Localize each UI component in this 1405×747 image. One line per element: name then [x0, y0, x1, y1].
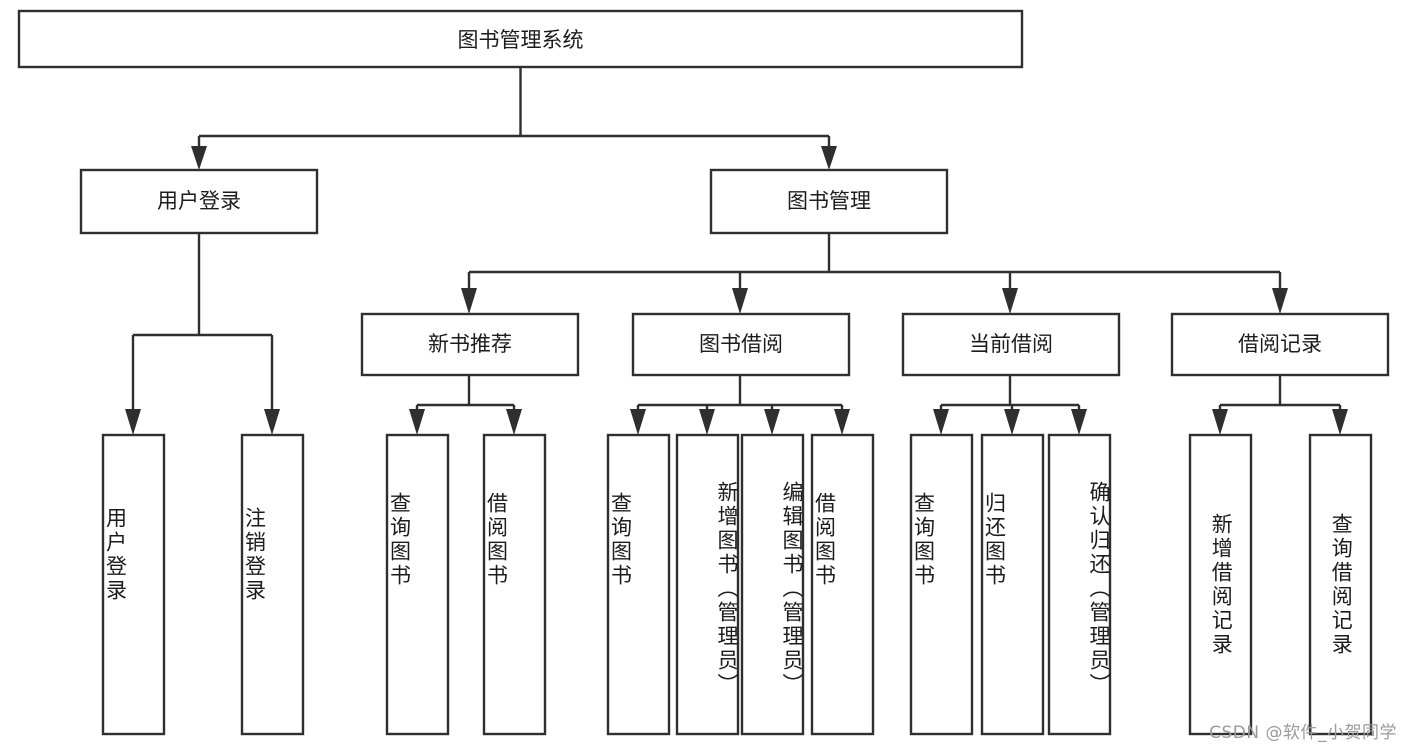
node-book-borrow[interactable]: 图书借阅 — [631, 312, 851, 377]
arrow-to-leaf-return-book — [1004, 409, 1020, 435]
node-leaf-rec-query-book-box[interactable] — [385, 433, 450, 736]
arrow-to-leaf-add-borrow-record — [1212, 409, 1228, 435]
node-leaf-user-logout-box[interactable] — [240, 433, 305, 736]
node-current-borrow-label: 当前借阅 — [969, 332, 1053, 356]
node-book-manage[interactable]: 图书管理 — [709, 168, 949, 235]
arrow-to-leaf-borrow-query-book — [630, 409, 646, 435]
arrow-to-leaf-cur-query-book — [933, 409, 949, 435]
arrow-to-book-borrow — [732, 288, 748, 314]
connector-layer — [125, 67, 1348, 435]
node-root-label: 图书管理系统 — [458, 28, 584, 52]
node-leaf-rec-borrow-book-box[interactable] — [482, 433, 547, 736]
node-leaf-user-login-box[interactable] — [101, 433, 166, 736]
node-leaf-borrow-query-book-box[interactable] — [606, 433, 671, 736]
node-user-login-box[interactable] — [79, 168, 319, 235]
node-new-book-rec-box[interactable] — [360, 312, 580, 377]
node-layer: 图书管理系统 用户登录 图书管理 新书推荐 图书借阅 当前 — [17, 9, 1390, 736]
node-root-box[interactable] — [17, 9, 1024, 69]
node-new-book-rec-label: 新书推荐 — [428, 332, 512, 356]
arrow-to-leaf-confirm-return-admin — [1071, 409, 1087, 435]
node-book-borrow-box[interactable] — [631, 312, 851, 377]
node-new-book-rec[interactable]: 新书推荐 — [360, 312, 580, 377]
arrow-to-current-borrow — [1002, 288, 1018, 314]
node-leaf-confirm-return-admin-box[interactable] — [1047, 433, 1112, 736]
node-borrow-record-label: 借阅记录 — [1238, 332, 1322, 356]
arrow-to-leaf-rec-borrow-book — [506, 409, 522, 435]
node-root[interactable]: 图书管理系统 — [17, 9, 1024, 69]
node-user-login-label: 用户登录 — [157, 189, 241, 213]
node-book-manage-box[interactable] — [709, 168, 949, 235]
arrow-to-leaf-rec-query-book — [409, 409, 425, 435]
arrow-to-leaf-user-login — [125, 409, 141, 435]
node-leaf-query-borrow-record-box[interactable] — [1308, 433, 1373, 736]
arrow-to-leaf-edit-book-admin — [764, 409, 780, 435]
node-borrow-record[interactable]: 借阅记录 — [1170, 312, 1390, 377]
node-book-manage-label: 图书管理 — [787, 189, 871, 213]
arrow-to-new-book-rec — [461, 288, 477, 314]
arrow-to-book-manage — [821, 146, 837, 170]
node-user-login[interactable]: 用户登录 — [79, 168, 319, 235]
arrow-to-borrow-record — [1272, 288, 1288, 314]
node-leaf-add-borrow-record-box[interactable] — [1188, 433, 1253, 736]
arrow-to-leaf-user-logout — [264, 409, 280, 435]
arrow-to-leaf-borrow-book — [834, 409, 850, 435]
node-leaf-cur-query-book-box[interactable] — [909, 433, 974, 736]
arrow-to-leaf-add-book-admin — [699, 409, 715, 435]
arrow-to-user-login — [191, 146, 207, 170]
node-current-borrow[interactable]: 当前借阅 — [901, 312, 1121, 377]
arrow-to-leaf-query-borrow-record — [1332, 409, 1348, 435]
csdn-watermark: CSDN @软件_小贺同学 — [1209, 723, 1397, 743]
node-current-borrow-box[interactable] — [901, 312, 1121, 377]
node-leaf-borrow-book-box[interactable] — [810, 433, 875, 736]
node-book-borrow-label: 图书借阅 — [699, 332, 783, 356]
node-leaf-return-book-box[interactable] — [980, 433, 1045, 736]
node-leaf-add-book-admin-box[interactable] — [675, 433, 740, 736]
node-leaf-edit-book-admin-box[interactable] — [740, 433, 805, 736]
node-borrow-record-box[interactable] — [1170, 312, 1390, 377]
